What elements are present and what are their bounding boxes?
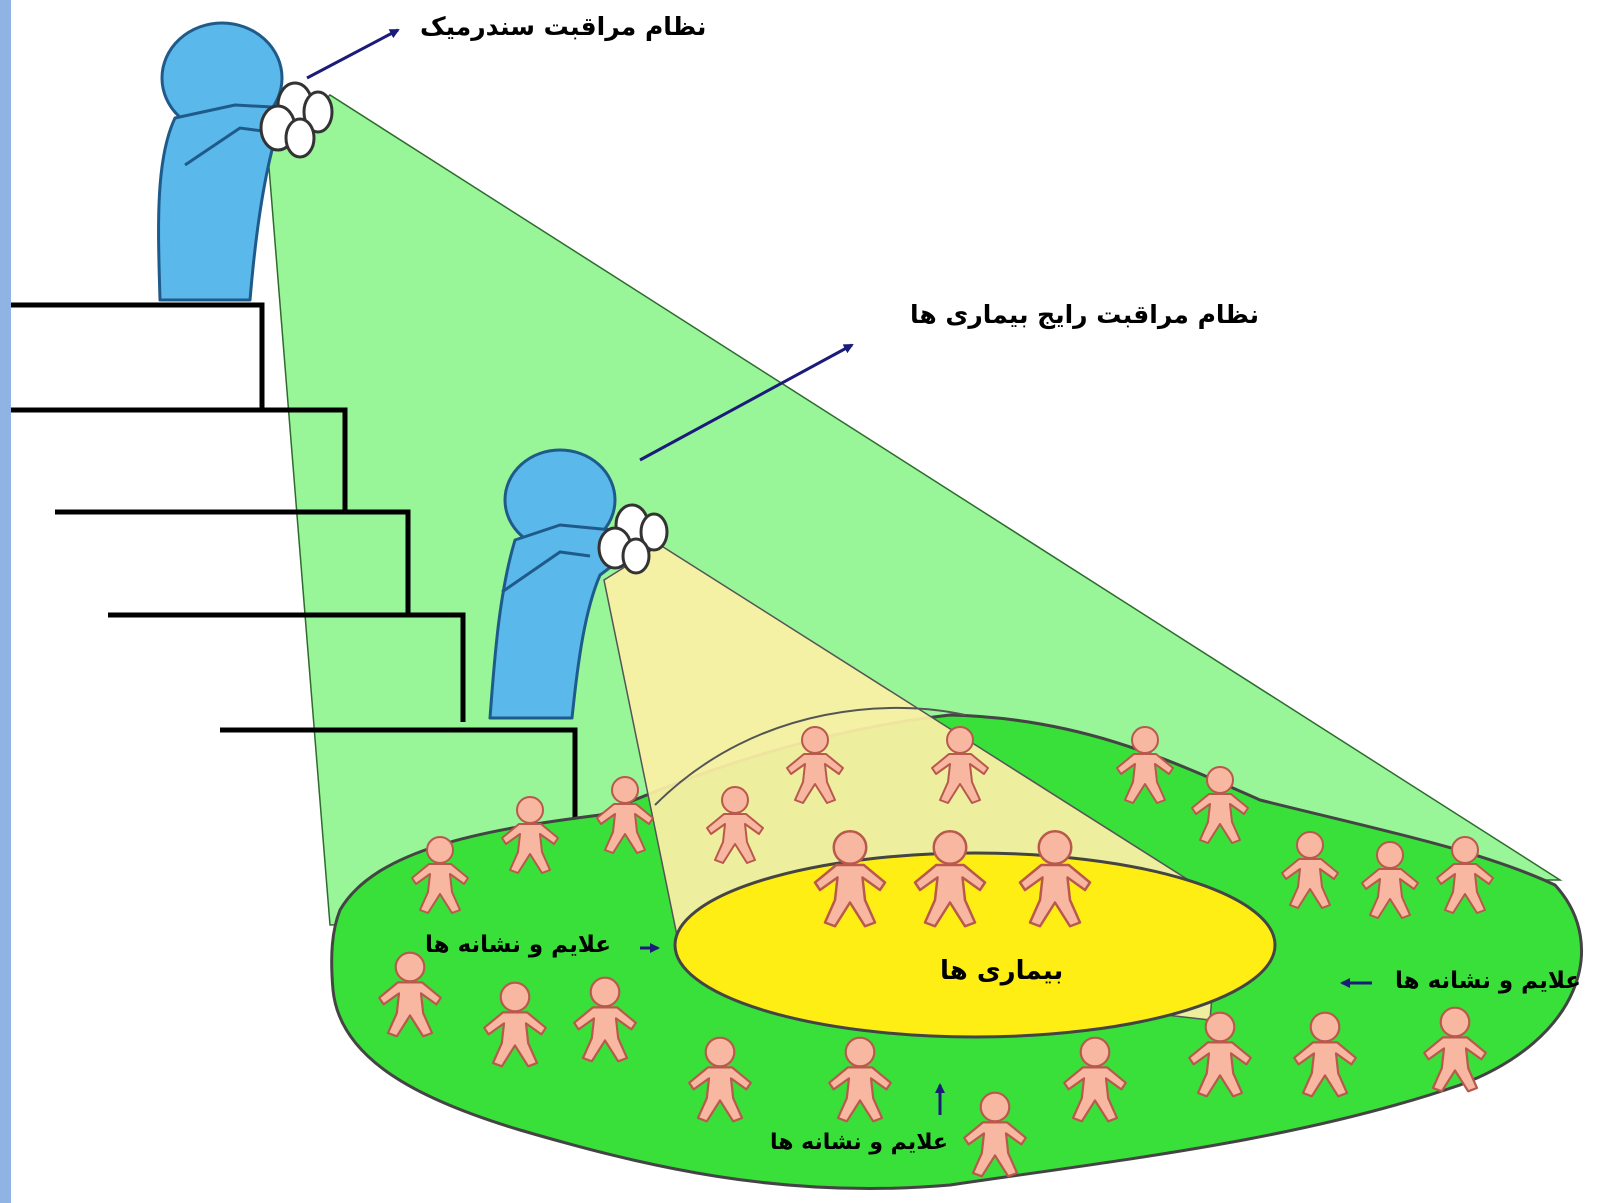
label-symptoms-right: علایم و نشانه ها [1395, 968, 1582, 994]
label-diseases: بیماری ها [940, 956, 1064, 986]
arrow-routine [639, 343, 854, 462]
annotation-arrows [306, 28, 1372, 1115]
observer-bottom-icon [488, 448, 669, 720]
label-symptoms-left: علایم و نشانه ها [425, 932, 612, 958]
staircase [11, 302, 578, 832]
side-bar [0, 0, 11, 1203]
arrow-syndromic [306, 28, 400, 80]
label-routine-surveillance: نظام مراقبت رایج بیماری ها [910, 300, 1260, 329]
diseases-core [673, 851, 1277, 1039]
label-symptoms-bottom: علایم و نشانه ها [770, 1130, 948, 1155]
label-syndromic-surveillance: نظام مراقبت سندرمیک [420, 12, 707, 41]
observer-top-icon [157, 21, 334, 302]
